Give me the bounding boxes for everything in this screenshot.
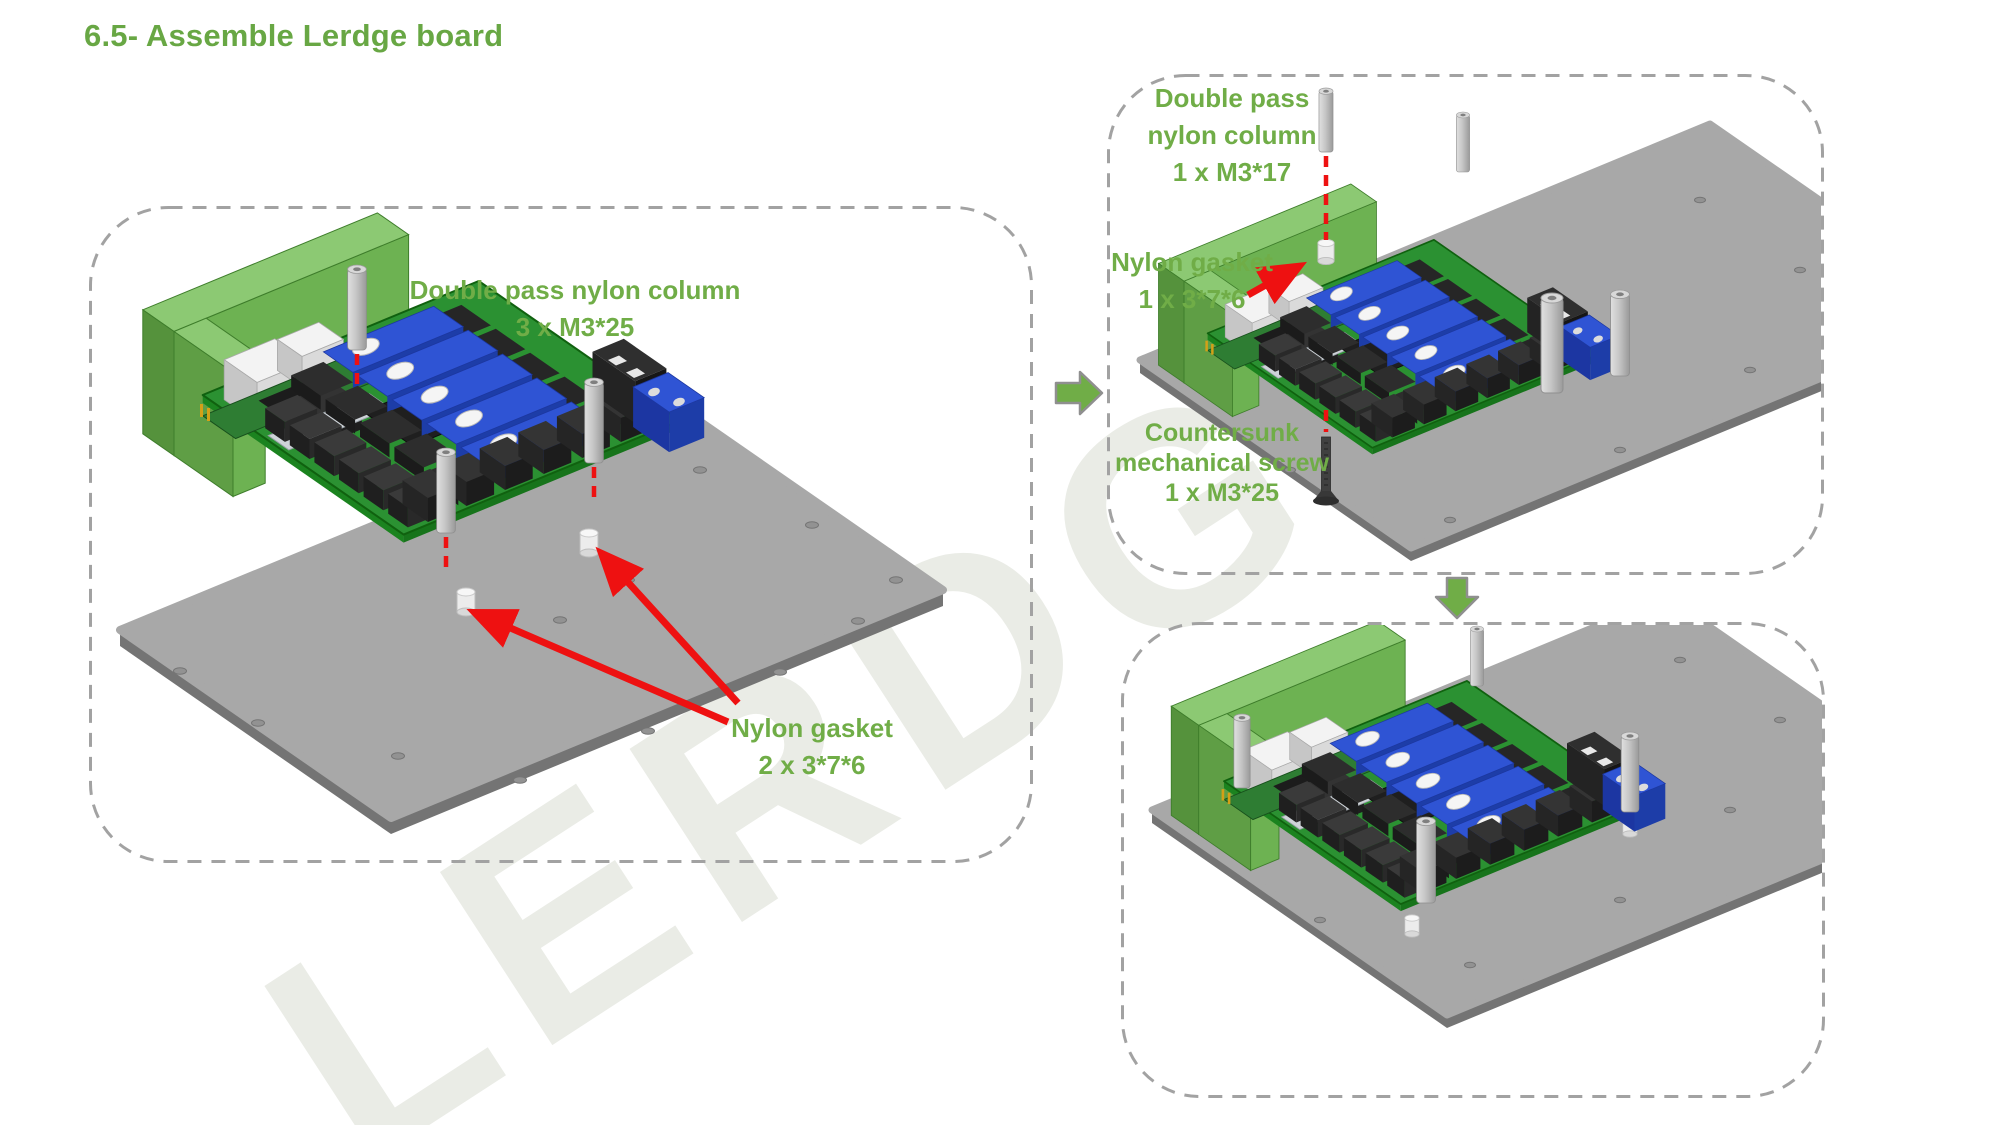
label-line: mechanical screw <box>1114 449 1330 477</box>
nylon-column <box>436 447 456 534</box>
step2-gasket-label: Nylon gasket 1 x 3*7*6 <box>1111 244 1273 318</box>
label-line: Double pass <box>1154 83 1310 113</box>
label-line: 2 x 3*7*6 <box>758 750 866 780</box>
plate-holes <box>1314 656 1786 969</box>
installed-column <box>1620 731 1640 813</box>
nylon-column <box>347 264 367 351</box>
step1-panel-border <box>89 206 1033 863</box>
countersunk-screw <box>1313 436 1339 506</box>
label-line: Nylon gasket <box>1111 247 1273 277</box>
label-line: 1 x 3*7*6 <box>1138 284 1246 314</box>
installed-column <box>1416 816 1436 904</box>
label-line: 1 x M3*25 <box>1165 479 1279 507</box>
installed-column <box>1610 289 1630 377</box>
step2-column-label: Double pass nylon column 1 x M3*17 <box>1148 80 1317 191</box>
label-line: 3 x M3*25 <box>515 312 635 342</box>
nylon-gasket <box>456 587 476 617</box>
label-line: Nylon gasket <box>731 713 893 743</box>
step-panel-borders <box>89 74 1825 1098</box>
label-line: 1 x M3*17 <box>1172 157 1292 187</box>
step2-panel-border <box>1107 74 1824 575</box>
step3-panel-border <box>1121 622 1825 1098</box>
installed-column <box>1456 111 1470 173</box>
label-line: Double pass nylon column <box>409 275 741 305</box>
gasket-callout-arrow <box>1246 261 1307 305</box>
page-title: 6.5- Assemble Lerdge board <box>84 18 504 53</box>
nylon-gasket <box>1317 238 1335 266</box>
label-line: Countersunk <box>1144 419 1300 447</box>
gasket-foot <box>1404 914 1420 938</box>
step1-gasket-label: Nylon gasket 2 x 3*7*6 <box>731 710 893 784</box>
step1-column-label: Double pass nylon column 3 x M3*25 <box>410 272 741 346</box>
step3-scene <box>1148 625 1822 1028</box>
nylon-gasket <box>579 528 599 558</box>
next-step-arrow-right-icon <box>1054 370 1104 416</box>
red-guide-dashes <box>354 354 597 572</box>
step2-scene <box>1136 87 1821 561</box>
nylon-column <box>1318 87 1334 153</box>
plate-holes <box>1284 196 1806 524</box>
step1-scene <box>116 213 947 834</box>
installed-column <box>1233 713 1251 789</box>
installed-column <box>1470 625 1484 687</box>
label-line: nylon column <box>1147 120 1317 150</box>
nylon-column <box>584 377 604 464</box>
next-step-arrow-down-icon <box>1434 576 1480 620</box>
installed-column <box>1540 292 1564 394</box>
step2-screw-label: Countersunk mechanical screw 1 x M3*25 <box>1115 418 1329 508</box>
gasket-callout-arrows <box>466 546 741 726</box>
